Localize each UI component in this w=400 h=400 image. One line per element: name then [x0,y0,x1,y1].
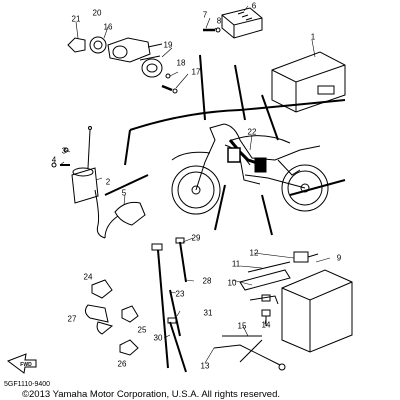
callout-14: 14 [261,320,271,330]
callout-30: 30 [153,333,163,343]
callout-9: 9 [336,253,342,263]
callout-3: 3 [61,146,67,156]
clamps [84,279,139,356]
callout-21: 21 [71,14,81,24]
bolts-17-18 [161,73,178,94]
callout-4: 4 [51,155,57,165]
rectifier-part [221,7,263,39]
callout-20: 20 [92,8,102,18]
callout-19: 19 [163,40,173,50]
cap-key-20-21 [67,36,107,54]
callout-31: 31 [203,308,213,318]
ignition-coil-part [51,126,146,239]
motorcycle-outline [171,123,329,215]
leader-lines [59,5,331,364]
callout-10: 10 [227,278,237,288]
copyright-notice: ©2013 Yamaha Motor Corporation, U.S.A. A… [22,389,280,400]
part-code: 5GF1110-9400 [4,381,51,388]
lock-part [139,55,163,78]
callout-15: 15 [237,321,247,331]
lead-wires [213,309,286,371]
callout-13: 13 [200,361,210,371]
callout-29: 29 [191,233,201,243]
callout-6: 6 [251,1,257,11]
fwd-label: FWD [20,362,32,368]
callout-18: 18 [176,58,186,68]
screw-washer-7-8 [203,27,221,33]
cdi-unit-part [271,51,346,113]
callout-28: 28 [202,276,212,286]
callout-26: 26 [117,359,127,369]
callout-22: 22 [247,127,257,137]
callout-2: 2 [105,177,111,187]
callout-5: 5 [121,188,127,198]
callout-1: 1 [310,32,316,42]
callout-12: 12 [249,248,259,258]
callout-24: 24 [83,272,93,282]
callout-8: 8 [216,16,222,26]
callout-27: 27 [67,314,77,324]
battery-box-part [281,269,353,353]
sector-divider-lines [104,54,346,236]
callout-23: 23 [175,289,185,299]
callout-17: 17 [191,67,201,77]
callout-7: 7 [202,10,208,20]
harness-highlight [228,139,261,166]
main-switch-part [107,37,163,63]
cable-ties [151,237,187,373]
fwd-arrow-icon [6,353,37,374]
battery-band-parts [239,251,319,305]
callout-25: 25 [137,325,147,335]
callout-11: 11 [231,259,241,269]
callout-16: 16 [103,22,113,32]
